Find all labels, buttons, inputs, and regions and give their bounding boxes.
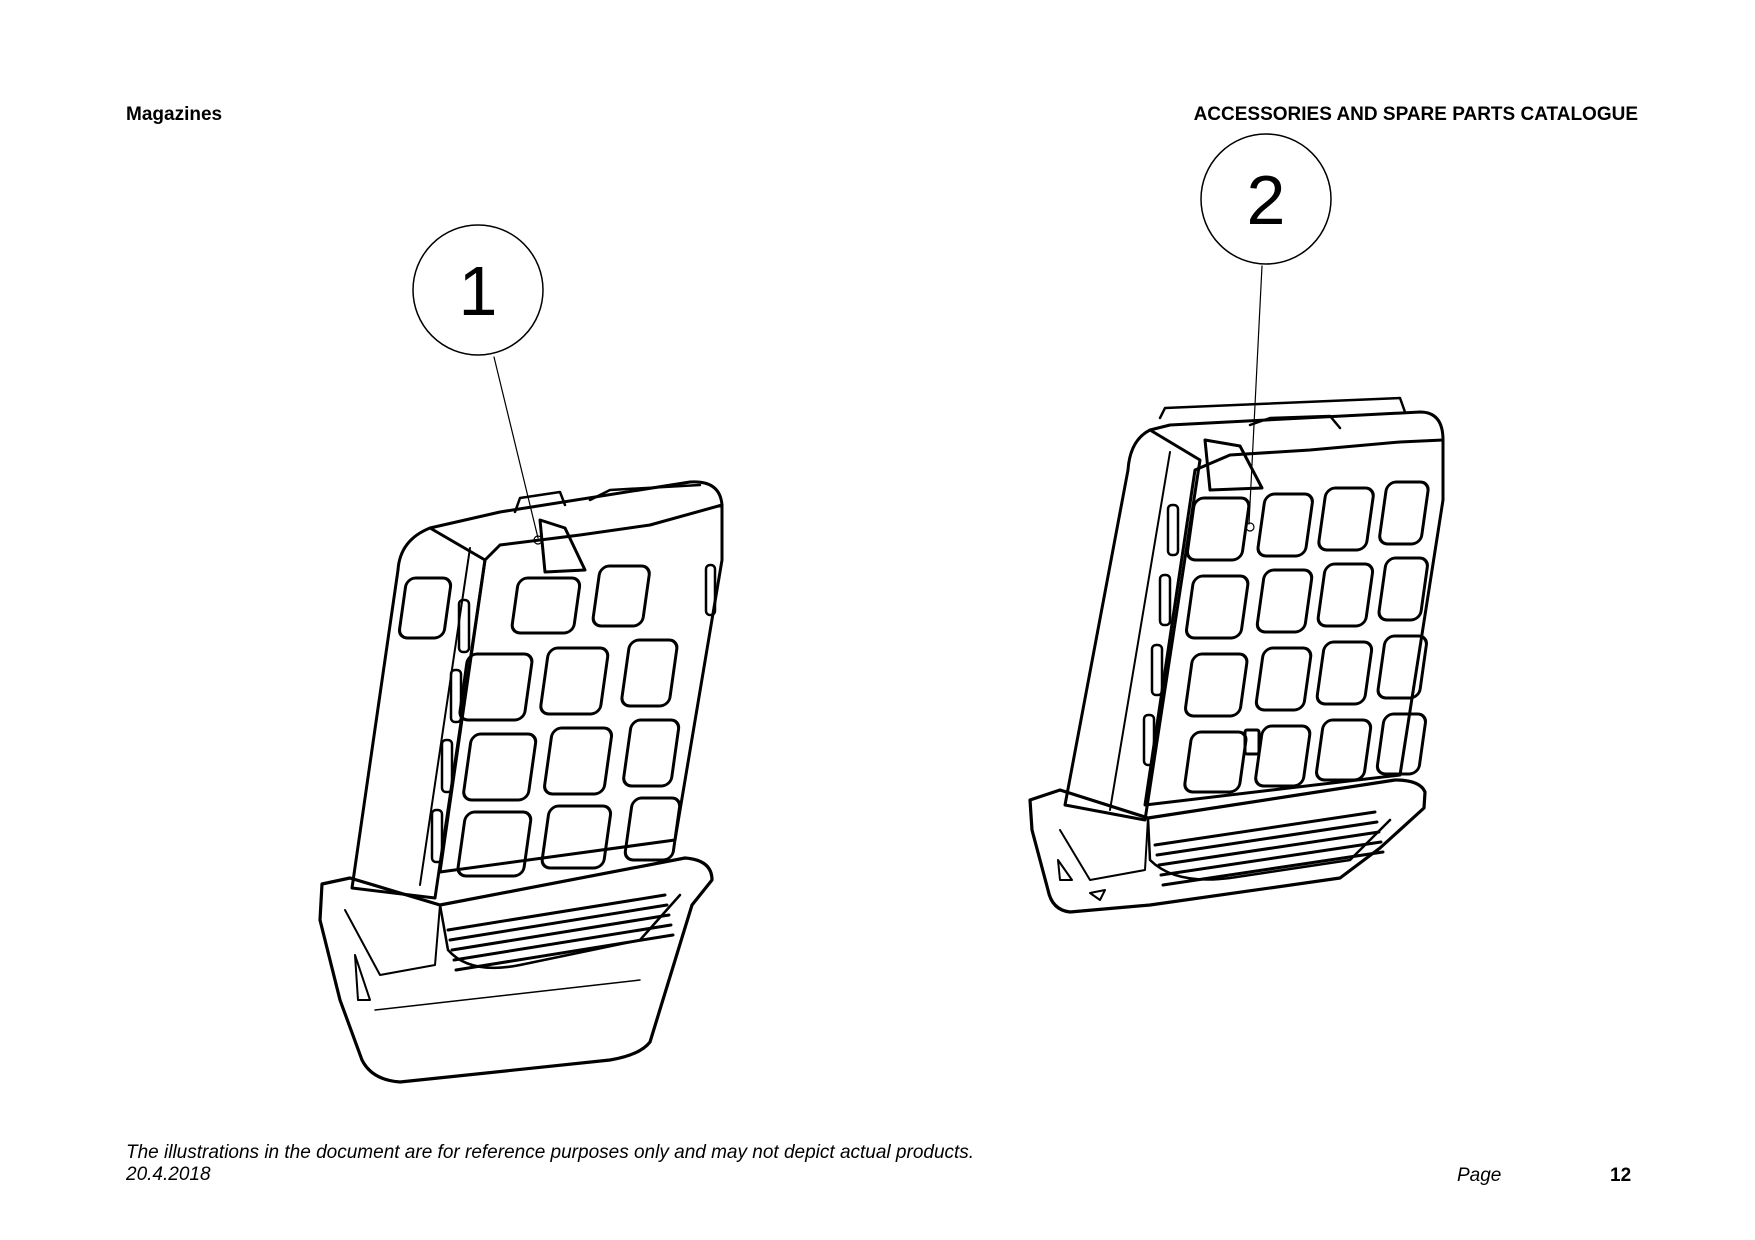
callout-2: 2 bbox=[1200, 133, 1332, 532]
magazine-2-drawing bbox=[1028, 396, 1445, 914]
catalogue-title: ACCESSORIES AND SPARE PARTS CATALOGUE bbox=[1193, 104, 1638, 125]
callout-number: 1 bbox=[459, 252, 498, 330]
page-number: 12 bbox=[1610, 1165, 1632, 1186]
document-date: 20.4.2018 bbox=[126, 1164, 211, 1185]
magazine-1-drawing bbox=[318, 480, 724, 1084]
disclaimer-text: The illustrations in the document are fo… bbox=[126, 1142, 975, 1163]
section-title: Magazines bbox=[126, 104, 223, 125]
page-label: Page bbox=[1457, 1165, 1502, 1186]
callout-1: 1 bbox=[412, 224, 544, 545]
callout-number: 2 bbox=[1247, 161, 1286, 239]
